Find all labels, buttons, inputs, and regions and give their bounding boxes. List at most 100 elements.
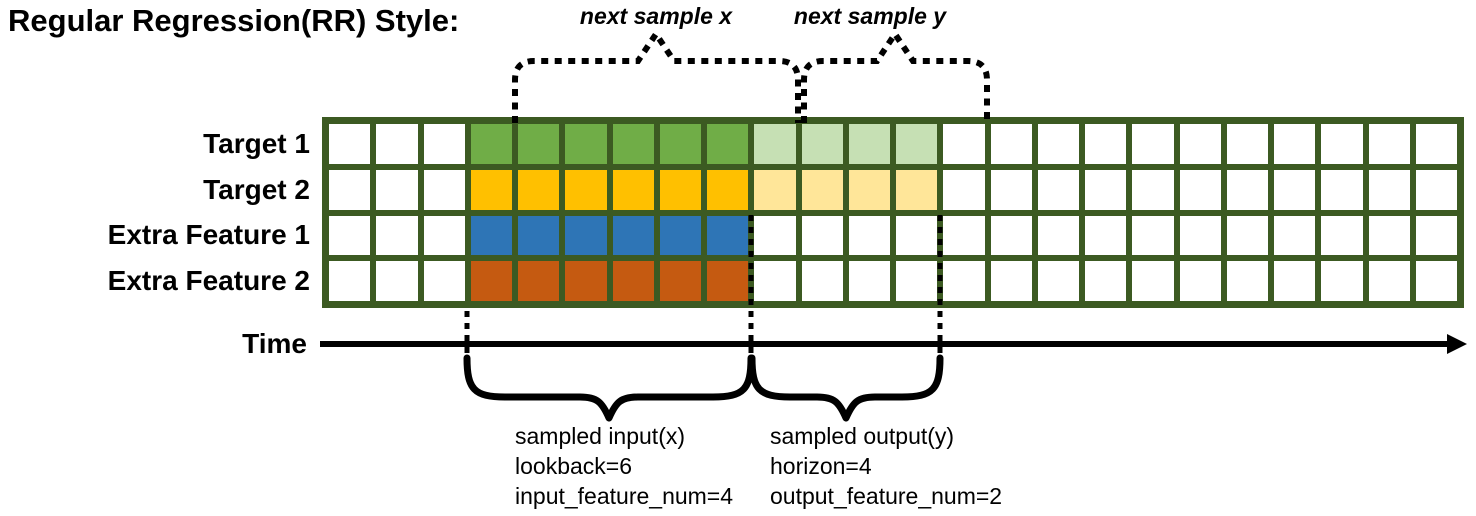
row-label: Target 1 [203,127,310,159]
grid-cell [423,261,465,301]
grid-cell [801,215,843,256]
input-feature-num-value: input_feature_num=4 [515,483,734,509]
sampled-output-annotation: sampled output(y) horizon=4 output_featu… [770,421,1002,511]
grid-cell [612,215,654,256]
grid-cell [1226,215,1268,256]
grid-cell [896,124,938,164]
grid-cell [470,215,512,256]
next-sample-x-label: next sample x [579,3,733,29]
grid-cell [470,169,512,210]
grid-cell [1274,124,1316,164]
grid-cell [1321,261,1363,301]
grid-cell [1415,124,1457,164]
grid-cell [754,169,796,210]
grid-cell [518,124,560,164]
grid-cell [1037,124,1079,164]
grid-cell [801,261,843,301]
grid-cell [470,261,512,301]
grid-cell [754,215,796,256]
grid-cell [612,261,654,301]
grid-cell [1085,215,1127,256]
timeline-grid [322,117,1464,308]
grid-cell [1368,261,1410,301]
grid-cell [329,215,371,256]
grid-cell [659,169,701,210]
next-sample-x-brace [512,28,801,123]
sampled-input-brace [463,354,755,422]
next-sample-y-label: next sample y [793,3,947,29]
sampled-output-brace [748,354,944,422]
grid-cell [1132,215,1174,256]
grid-cell [659,215,701,256]
grid-cell [848,124,890,164]
grid-cell [565,215,607,256]
grid-cell [1368,215,1410,256]
grid-cell [943,261,985,301]
grid-cell [1085,169,1127,210]
grid-cell [423,215,465,256]
grid-cell [754,124,796,164]
grid-cell [707,169,749,210]
grid-cell [329,261,371,301]
grid-cell [423,169,465,210]
output-feature-num-value: output_feature_num=2 [770,483,1003,509]
grid-cell [1226,124,1268,164]
next-sample-y-brace [801,28,990,123]
grid-cell [1321,124,1363,164]
grid-cell [1226,169,1268,210]
grid-cell [707,261,749,301]
grid-cell [1179,261,1221,301]
grid-cell [1368,124,1410,164]
grid-cell [329,169,371,210]
grid-cell [1085,124,1127,164]
grid-cell [1037,169,1079,210]
grid-cell [1179,215,1221,256]
grid-cell [707,215,749,256]
grid-cell [1415,169,1457,210]
grid-cell [565,261,607,301]
grid-cell [943,124,985,164]
grid-cell [1179,169,1221,210]
grid-cell [1085,261,1127,301]
grid-cell [1037,215,1079,256]
row-label: Extra Feature 1 [107,219,310,251]
grid-cell [1415,215,1457,256]
grid-cell [1179,124,1221,164]
grid-cell [1274,169,1316,210]
grid-cell [470,124,512,164]
grid-cell [754,261,796,301]
lookback-value: lookback=6 [515,453,632,479]
grid-cell [1132,169,1174,210]
grid-cell [1321,169,1363,210]
grid-cell [896,215,938,256]
grid-cell [1274,261,1316,301]
grid-cell [943,215,985,256]
grid-cell [565,124,607,164]
sampled-input-title: sampled input(x) [515,423,686,449]
grid-cell [848,261,890,301]
page-title: Regular Regression(RR) Style: [8,3,460,38]
grid-cell [801,124,843,164]
grid-cell [990,215,1032,256]
time-axis-label: Time [242,328,307,359]
grid-cell [329,124,371,164]
grid-cell [518,215,560,256]
grid-cell [659,261,701,301]
grid-cell [376,261,418,301]
grid-cell [565,169,607,210]
grid-cell [990,169,1032,210]
sampled-input-annotation: sampled input(x) lookback=6 input_featur… [515,421,733,511]
grid-cell [612,124,654,164]
grid-cell [990,261,1032,301]
grid-cell [1368,169,1410,210]
grid-cell [518,169,560,210]
grid-cell [1132,261,1174,301]
grid-cell [1226,261,1268,301]
row-label: Target 2 [203,173,310,205]
grid-cell [1321,215,1363,256]
time-axis-arrowhead-icon [1447,334,1467,354]
grid-cell [896,169,938,210]
grid-cell [848,215,890,256]
grid-cell [848,169,890,210]
